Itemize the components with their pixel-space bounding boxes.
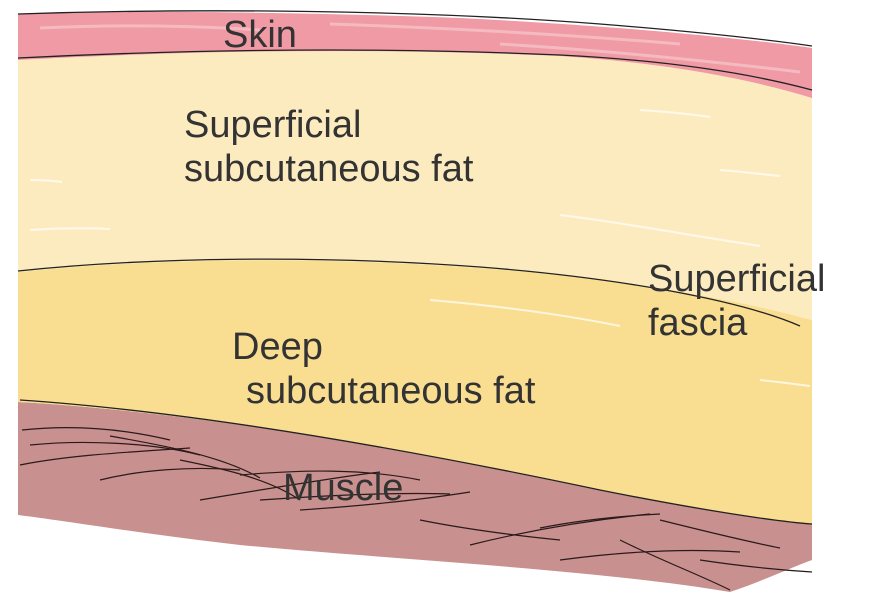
deep-fat-label-line2: subcutaneous fat — [246, 369, 535, 413]
superficial-fat-label-line2: subcutaneous fat — [184, 147, 473, 191]
superficial-fat-label-line1: Superficial — [184, 103, 473, 147]
superficial-fascia-label: Superficial fascia — [648, 257, 825, 345]
skin-label: Skin — [223, 13, 297, 57]
skin-label-text: Skin — [223, 13, 297, 57]
superficial-fat-label: Superficial subcutaneous fat — [184, 103, 473, 191]
muscle-label-text: Muscle — [283, 466, 403, 510]
deep-fat-label: Deep subcutaneous fat — [232, 325, 535, 413]
superficial-fascia-label-line1: Superficial — [648, 257, 825, 301]
muscle-label: Muscle — [283, 466, 403, 510]
deep-fat-label-line1: Deep — [232, 325, 535, 369]
superficial-fascia-label-line2: fascia — [648, 301, 825, 345]
